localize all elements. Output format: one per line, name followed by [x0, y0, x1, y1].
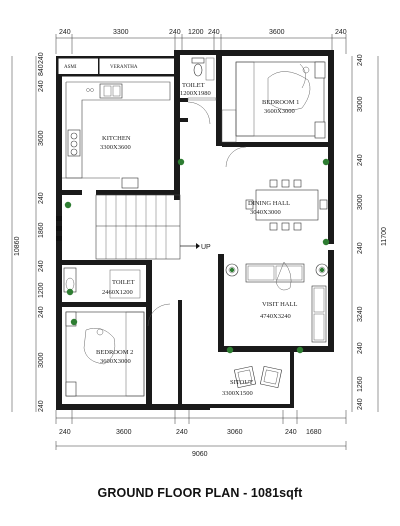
top-dim-3: 240: [169, 29, 181, 36]
right-dim-6: 3240: [357, 306, 364, 322]
bedroom1-wardrobe: [221, 109, 237, 143]
right-dim-8: 1260: [357, 376, 364, 392]
bottom-dim-5: 240: [285, 429, 297, 436]
bedroom1-size: 3600X3000: [264, 108, 295, 115]
floor-plan-title: GROUND FLOOR PLAN - 1081sqft: [97, 486, 303, 500]
toilet-top-size: 1200X1980: [180, 90, 211, 97]
left-total-dim: 10860: [14, 236, 21, 256]
left-dim-6: 1860: [38, 222, 45, 238]
right-dim-2: 3000: [357, 96, 364, 112]
kitchen-name: KITCHEN: [102, 135, 131, 142]
kitchen-stool: [121, 177, 139, 189]
bedroom1-name: BEDROOM 1: [262, 99, 299, 106]
sitout-chairs: [233, 365, 283, 389]
bedroom2-door-swing: [147, 303, 171, 327]
bedroom2-name: BEDROOM 2: [96, 349, 133, 356]
left-wall-windows: [56, 216, 62, 241]
toilet-top-door-swing: [187, 101, 211, 125]
top-dim-1: 240: [59, 29, 71, 36]
stove-icon: [67, 129, 81, 157]
left-dim-2: 840: [38, 64, 45, 76]
top-dim-6: 3600: [269, 29, 285, 36]
toilet-bottom-name: TOILET: [112, 279, 135, 286]
right-dim-9: 240: [357, 398, 364, 410]
right-dim-3: 240: [357, 154, 364, 166]
left-dimension-line: 240 840 240 3600 240 1860 240 1200 240 3…: [11, 52, 45, 412]
left-dim-1: 240: [38, 52, 45, 64]
bottom-dim-3: 240: [176, 429, 188, 436]
walls: [56, 50, 334, 410]
right-total-dim: 11700: [381, 227, 388, 246]
bedroom1-door-swing: [225, 146, 247, 168]
asmi-label: ASMI: [64, 65, 77, 70]
top-dim-2: 3300: [113, 29, 129, 36]
dining-table: [245, 179, 328, 231]
staircase: [95, 194, 200, 260]
kitchen-counter: [62, 81, 171, 179]
visit-hall-name: VISIT HALL: [262, 301, 297, 308]
right-dimension-line: 240 3000 240 3000 240 3240 240 1260 240 …: [351, 54, 388, 412]
right-dim-5: 240: [357, 242, 364, 254]
toilet-top-fixtures: [187, 57, 217, 101]
bottom-dim-2: 3600: [116, 429, 132, 436]
left-dim-11: 240: [38, 400, 45, 412]
top-dimension-line: 240 3300 240 1200 240 3600 240: [55, 29, 347, 54]
stair-up-label: UP: [201, 244, 211, 251]
bedroom2-size: 3600X3000: [100, 358, 131, 365]
visit-hall-size: 4740X3240: [260, 313, 291, 320]
kitchen-size: 3300X3600: [100, 144, 131, 151]
dining-size: 3040X3000: [250, 209, 281, 216]
toilet-bottom-size: 2460X1200: [102, 289, 133, 296]
top-dim-5: 240: [208, 29, 220, 36]
toilet-top-name: TOILET: [182, 82, 205, 89]
bottom-total-dim: 9060: [192, 451, 208, 458]
top-dim-7: 240: [335, 29, 347, 36]
left-dim-4: 3600: [38, 130, 45, 146]
bottom-dim-6: 1680: [306, 429, 322, 436]
plant-markers: [64, 158, 330, 354]
bedroom1-bed: [235, 61, 326, 139]
right-dim-1: 240: [357, 54, 364, 66]
top-dim-4: 1200: [188, 29, 204, 36]
left-dim-9: 240: [38, 306, 45, 318]
bedroom2-bed: [65, 311, 145, 397]
left-dim-7: 240: [38, 260, 45, 272]
sitout-size: 3300X1500: [222, 390, 253, 397]
bottom-dim-4: 3060: [227, 429, 243, 436]
left-dim-5: 240: [38, 192, 45, 204]
sitout-name: SITOUT: [230, 379, 253, 386]
dining-name: DINING HALL: [248, 200, 290, 207]
left-dim-8: 1200: [38, 282, 45, 298]
visit-hall-furniture: [225, 261, 329, 343]
left-dim-3: 240: [38, 80, 45, 92]
right-dim-4: 3000: [357, 194, 364, 210]
bottom-dimension-line: 240 3600 240 3060 240 1680 9060: [55, 410, 347, 458]
left-dim-10: 3000: [38, 352, 45, 368]
bottom-dim-1: 240: [59, 429, 71, 436]
right-dim-7: 240: [357, 342, 364, 354]
verandah-label: VERANTHA: [110, 65, 138, 70]
